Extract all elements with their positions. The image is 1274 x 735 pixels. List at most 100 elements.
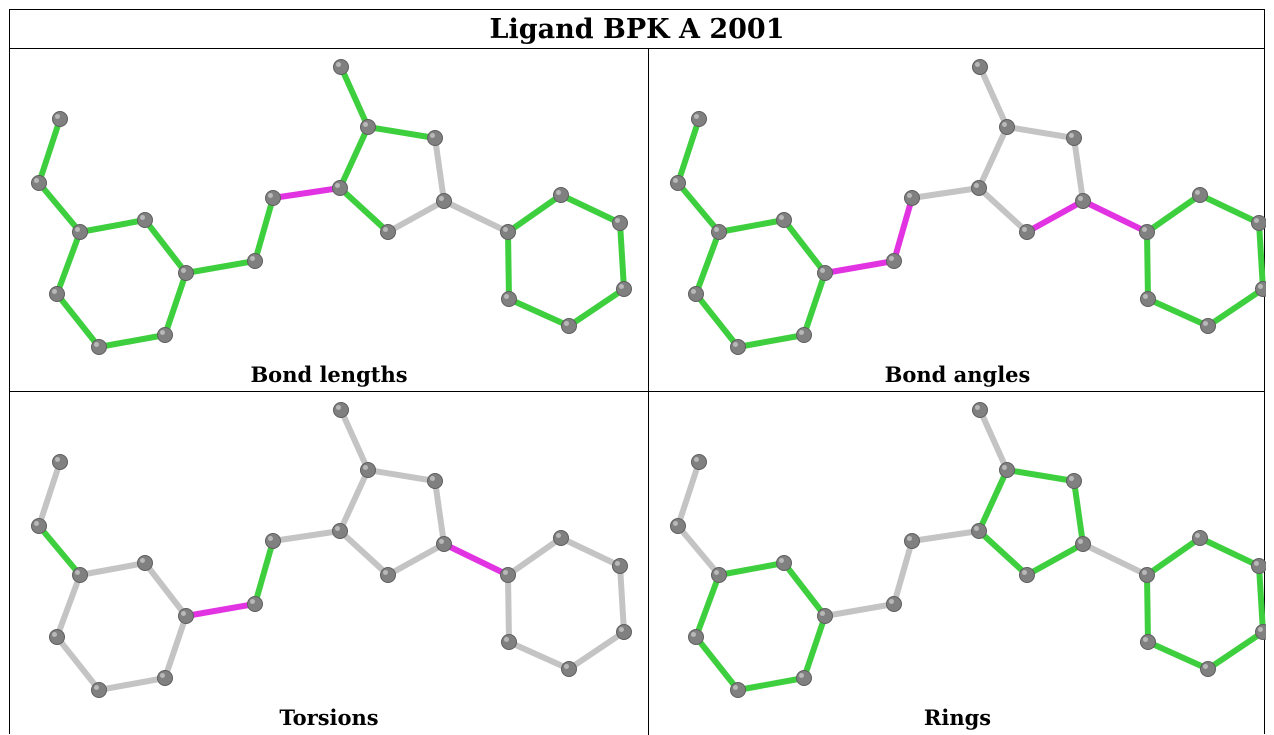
atom [265, 190, 281, 206]
bond [441, 541, 511, 578]
bond [36, 459, 63, 529]
bond [162, 270, 189, 338]
bond [270, 528, 343, 544]
atom-highlight [75, 227, 80, 232]
atom-highlight [1022, 227, 1027, 232]
atom-highlight [1195, 190, 1200, 195]
atom [691, 111, 707, 127]
bond [36, 180, 83, 235]
atom-highlight [1143, 294, 1148, 299]
bond [432, 478, 447, 547]
atom [999, 119, 1015, 135]
atom-highlight [1203, 321, 1208, 326]
bond [891, 195, 915, 264]
atom-highlight [75, 570, 80, 575]
atom-highlight [820, 268, 825, 273]
bond [77, 560, 148, 578]
atom-highlight [619, 627, 624, 632]
bond [1144, 572, 1151, 645]
atom-highlight [799, 673, 804, 678]
bond [566, 286, 627, 329]
atom [971, 180, 987, 196]
atom-highlight [268, 193, 273, 198]
atom [904, 190, 920, 206]
bond [801, 613, 828, 681]
bond [337, 467, 371, 534]
atom-highlight [907, 193, 912, 198]
atom [1192, 530, 1208, 546]
bond [977, 64, 1010, 130]
bond [1205, 629, 1266, 672]
atom-highlight [335, 526, 340, 531]
atom [776, 212, 792, 228]
row-divider [10, 391, 1264, 392]
bond [735, 332, 807, 350]
bond [142, 560, 189, 619]
atom [1200, 661, 1216, 677]
bond [976, 124, 1010, 191]
atom [1139, 567, 1155, 583]
atom [561, 318, 577, 334]
atom [612, 558, 628, 574]
bond [337, 185, 391, 235]
atom [137, 555, 153, 571]
atom-highlight [383, 570, 388, 575]
bond [1256, 563, 1266, 635]
atom [436, 536, 452, 552]
atom [561, 661, 577, 677]
atom [427, 130, 443, 146]
bond [36, 116, 63, 186]
atom [52, 454, 68, 470]
atom [711, 567, 727, 583]
bond [183, 601, 258, 619]
bond [1145, 639, 1211, 672]
atom [817, 265, 833, 281]
bond [54, 572, 83, 640]
bond [162, 613, 189, 681]
atom [670, 175, 686, 191]
atom [49, 629, 65, 645]
atom [817, 608, 833, 624]
figure-table: Ligand BPK A 2001 Bond lengths Bond angl… [9, 9, 1266, 735]
atom [796, 327, 812, 343]
atom-highlight [504, 637, 509, 642]
atom-highlight [975, 62, 980, 67]
atom-highlight [140, 558, 145, 563]
atom [776, 555, 792, 571]
atom-highlight [694, 457, 699, 462]
atom-highlight [556, 533, 561, 538]
atom [1075, 193, 1091, 209]
atom-highlight [619, 284, 624, 289]
atom-highlight [336, 62, 341, 67]
atom-highlight [1203, 664, 1208, 669]
bond [976, 467, 1010, 534]
bond [976, 528, 1030, 578]
bond [365, 467, 438, 484]
atom [553, 530, 569, 546]
bond [270, 185, 343, 201]
caption-rings: Rings [923, 705, 992, 730]
atom [1255, 624, 1266, 640]
atom [972, 402, 988, 418]
atom [886, 596, 902, 612]
bond [1256, 220, 1266, 292]
bond [1004, 467, 1077, 484]
bond [1205, 286, 1266, 329]
atom [1019, 567, 1035, 583]
atom [688, 629, 704, 645]
atom-highlight [889, 599, 894, 604]
panel-bond-lengths: Bond lengths [10, 49, 648, 391]
bond [1071, 135, 1086, 204]
atom-highlight [250, 256, 255, 261]
bond [891, 538, 915, 607]
atom-highlight [694, 114, 699, 119]
atom [1200, 318, 1216, 334]
bond [909, 185, 982, 201]
atom-highlight [714, 227, 719, 232]
bond [337, 124, 371, 191]
atom-highlight [615, 218, 620, 223]
atom-highlight [181, 268, 186, 273]
atom [360, 119, 376, 135]
atom-highlight [974, 183, 979, 188]
atom-highlight [34, 521, 39, 526]
